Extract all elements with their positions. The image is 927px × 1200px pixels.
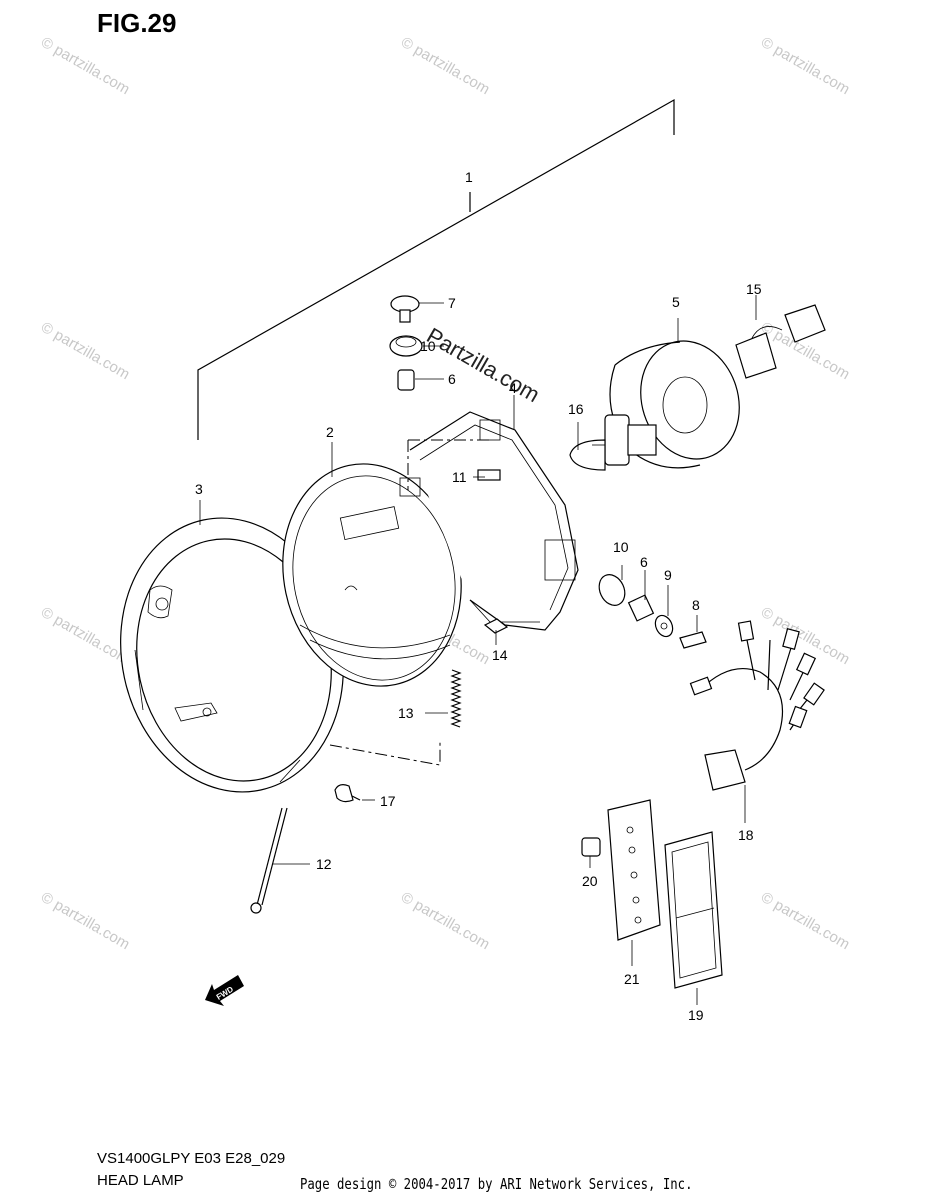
- panel-19: [664, 831, 723, 1005]
- callout-10a: 10: [420, 338, 436, 354]
- watermark: © partzilla.com: [398, 889, 493, 953]
- watermark: © partzilla.com: [38, 604, 133, 668]
- model-code: VS1400GLPY E03 E28_029: [97, 1150, 286, 1167]
- callout-11: 11: [452, 469, 467, 485]
- screw-17: [334, 784, 375, 803]
- callout-6a: 6: [448, 371, 456, 387]
- connector-15: [735, 295, 826, 379]
- assembly-bracket: [197, 98, 675, 440]
- headlamp-shell: [609, 318, 740, 469]
- callout-12: 12: [316, 856, 332, 872]
- watermark: © partzilla.com: [398, 34, 493, 98]
- callout-7: 7: [448, 295, 456, 311]
- callout-2: 2: [326, 424, 334, 440]
- page-footer: Page design © 2004-2017 by ARI Network S…: [300, 1175, 693, 1193]
- watermark: © partzilla.com: [38, 319, 133, 383]
- section-name: HEAD LAMP: [97, 1172, 184, 1189]
- callout-9: 9: [664, 567, 672, 583]
- callout-labels: 1 2 3 4 5 6 6 7 8 9 10 10 11 12 13 14 15…: [195, 169, 762, 1023]
- callout-18: 18: [738, 827, 754, 843]
- center-lines: [329, 439, 490, 766]
- side-fastener-stack: [598, 565, 707, 649]
- callout-21: 21: [624, 971, 640, 987]
- callout-15: 15: [746, 281, 762, 297]
- headlamp-housing: [409, 411, 579, 631]
- screw-12: [250, 807, 310, 914]
- callout-17: 17: [380, 793, 396, 809]
- callout-19: 19: [688, 1007, 704, 1023]
- watermark-center: Partzilla.com: [423, 323, 545, 408]
- nut-14: [483, 618, 509, 634]
- callout-14: 14: [492, 647, 508, 663]
- headlamp-lens: [282, 463, 462, 687]
- callout-16: 16: [568, 401, 584, 417]
- leader-lines: [199, 395, 579, 645]
- callout-3: 3: [195, 481, 203, 497]
- callout-20: 20: [582, 873, 598, 889]
- callout-8: 8: [692, 597, 700, 613]
- wiring-harness: [689, 620, 825, 823]
- plate-21: [607, 799, 661, 966]
- watermark: © partzilla.com: [758, 889, 853, 953]
- callout-4: 4: [509, 380, 517, 396]
- figure-title: FIG.29: [97, 8, 177, 38]
- headlamp-bulb: [569, 414, 657, 471]
- forward-arrow-icon: FWD: [205, 975, 244, 1006]
- callout-6b: 6: [640, 554, 648, 570]
- callout-1: 1: [465, 169, 473, 185]
- nut-20: [581, 837, 601, 868]
- callout-10b: 10: [613, 539, 629, 555]
- top-fastener-stack: [389, 295, 444, 391]
- callout-13: 13: [398, 705, 414, 721]
- clip-11: [477, 469, 501, 481]
- watermark: © partzilla.com: [758, 34, 853, 98]
- callout-5: 5: [672, 294, 680, 310]
- watermark: © partzilla.com: [38, 889, 133, 953]
- watermark: © partzilla.com: [38, 34, 133, 98]
- spring-13: [425, 669, 462, 728]
